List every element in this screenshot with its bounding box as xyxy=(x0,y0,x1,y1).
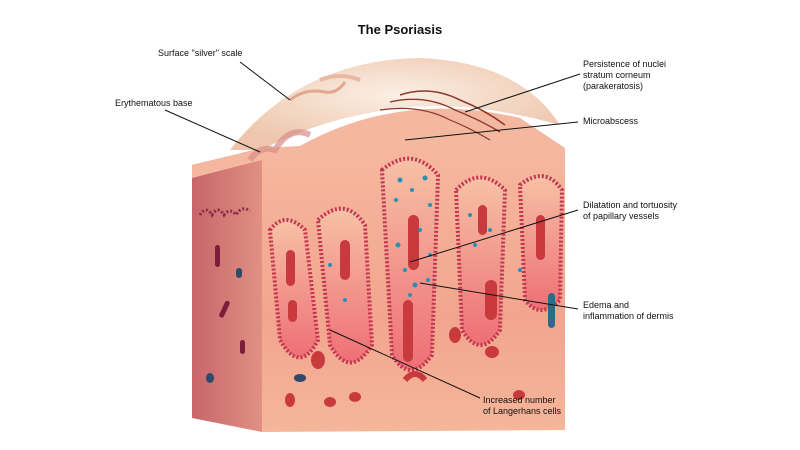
label-surface-scale: Surface "silver" scale xyxy=(158,48,242,59)
label-papillary-vessels: Dilatation and tortuosity of papillary v… xyxy=(583,200,677,222)
block-side-face xyxy=(192,148,262,432)
label-parakeratosis: Persistence of nuclei stratum corneum (p… xyxy=(583,59,666,92)
diagram-title: The Psoriasis xyxy=(0,22,800,37)
label-microabscess: Microabscess xyxy=(583,116,638,127)
label-erythematous-base: Erythematous base xyxy=(115,98,193,109)
label-edema: Edema and inflammation of dermis xyxy=(583,300,674,322)
label-langerhans: Increased number of Langerhans cells xyxy=(483,395,561,417)
